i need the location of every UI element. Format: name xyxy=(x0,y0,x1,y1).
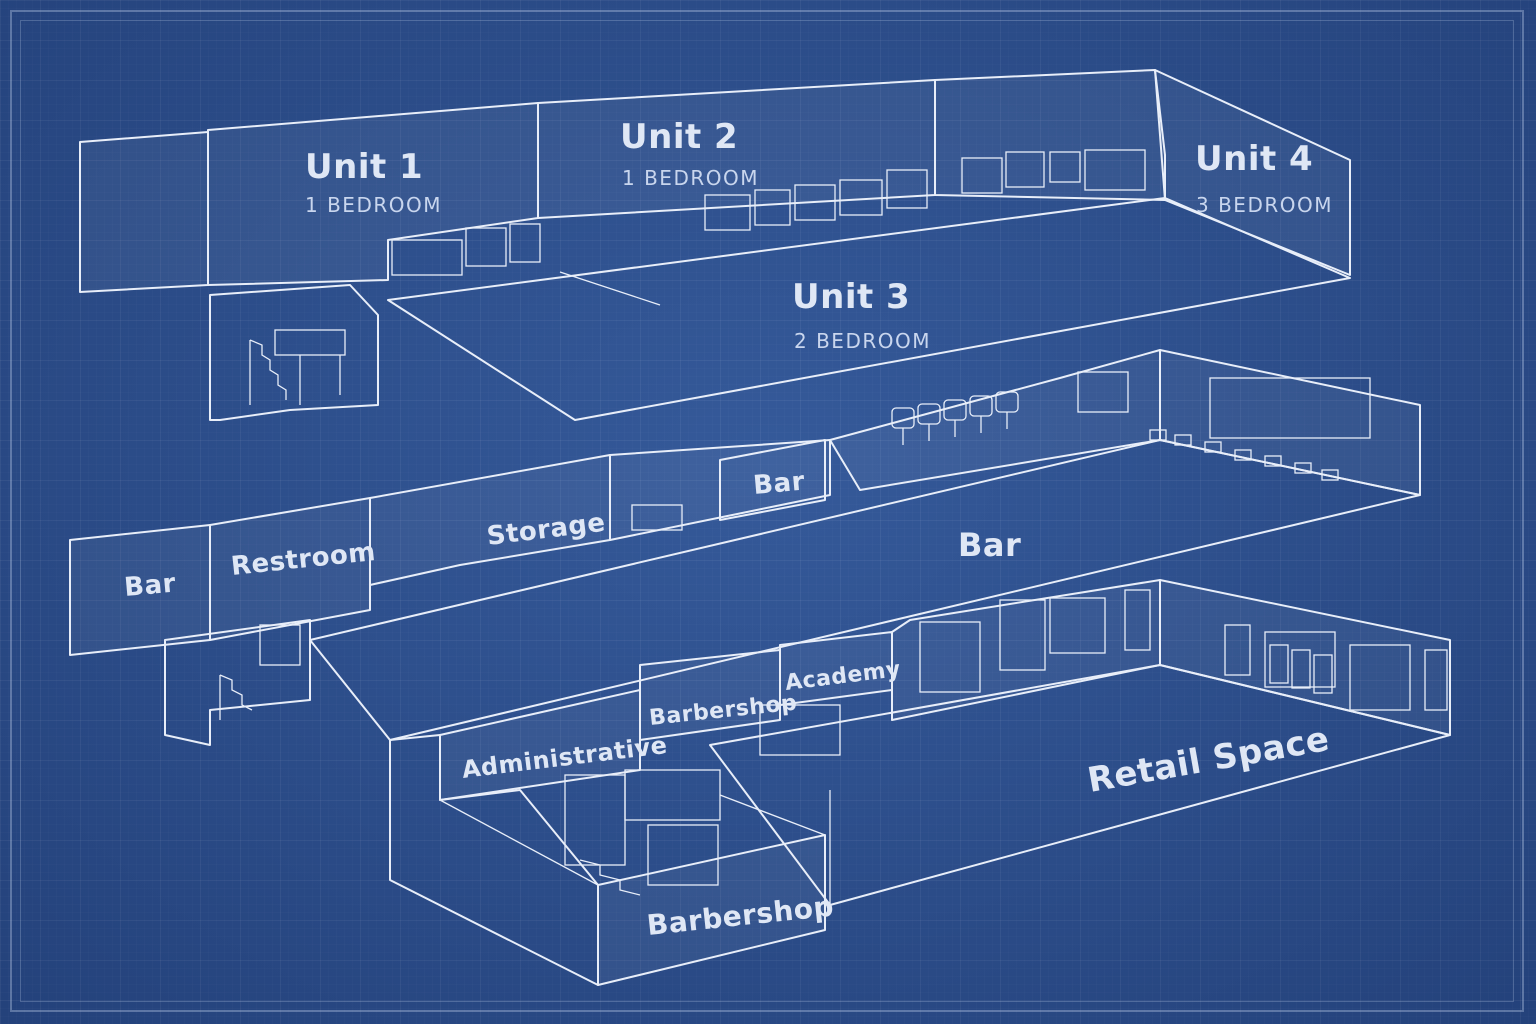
unit1-type: 1 BEDROOM xyxy=(305,193,442,217)
ground-floor: Administrative Barbershop Academy Barber… xyxy=(389,579,1451,986)
unit2-name: Unit 2 xyxy=(620,117,738,157)
restroom-wall xyxy=(209,497,371,641)
bar-back-label: Bar xyxy=(752,467,806,501)
unit1-left-wall xyxy=(79,131,209,293)
ground-stair-icon xyxy=(564,769,721,896)
retail-label: Retail Space xyxy=(1085,719,1333,801)
unit4-back-wall xyxy=(934,69,1166,201)
blueprint-inner-border xyxy=(20,20,1514,1002)
middle-floor: Bar Restroom Storage Bar Bar xyxy=(69,349,1421,746)
bar-unit xyxy=(719,439,826,521)
blueprint-border xyxy=(10,10,1524,1012)
ground-left-wall xyxy=(389,734,599,986)
unit3-type: 2 BEDROOM xyxy=(794,329,931,353)
unit4-name: Unit 4 xyxy=(1195,139,1313,179)
unit3-name: Unit 3 xyxy=(792,277,910,317)
unit4-type: 3 BEDROOM xyxy=(1196,193,1333,217)
ground-fixtures xyxy=(759,589,1448,756)
upper-stair-icon xyxy=(249,329,346,405)
upper-floor: Unit 1 1 BEDROOM Unit 2 1 BEDROOM Unit 4… xyxy=(79,69,1351,421)
bar-counter-wall xyxy=(829,349,1161,491)
middle-stair-icon xyxy=(219,624,301,720)
unit2-type: 1 BEDROOM xyxy=(622,166,759,190)
unit4-side-wall xyxy=(1154,69,1351,276)
bar-left-label: Bar xyxy=(123,569,177,603)
upper-stair-enclosure xyxy=(209,284,379,421)
bar-side-wall xyxy=(1159,349,1421,496)
retail-side-wall xyxy=(1159,579,1451,736)
middle-stair-enclosure xyxy=(164,619,311,746)
unit1-name: Unit 1 xyxy=(305,147,423,187)
barbershop-wall xyxy=(639,649,781,741)
bar-stools xyxy=(891,371,1371,481)
storage-wall xyxy=(369,454,611,586)
bar-main-label: Bar xyxy=(958,526,1021,564)
retail-floor xyxy=(709,664,1451,906)
ground-back-wall xyxy=(891,579,1161,721)
